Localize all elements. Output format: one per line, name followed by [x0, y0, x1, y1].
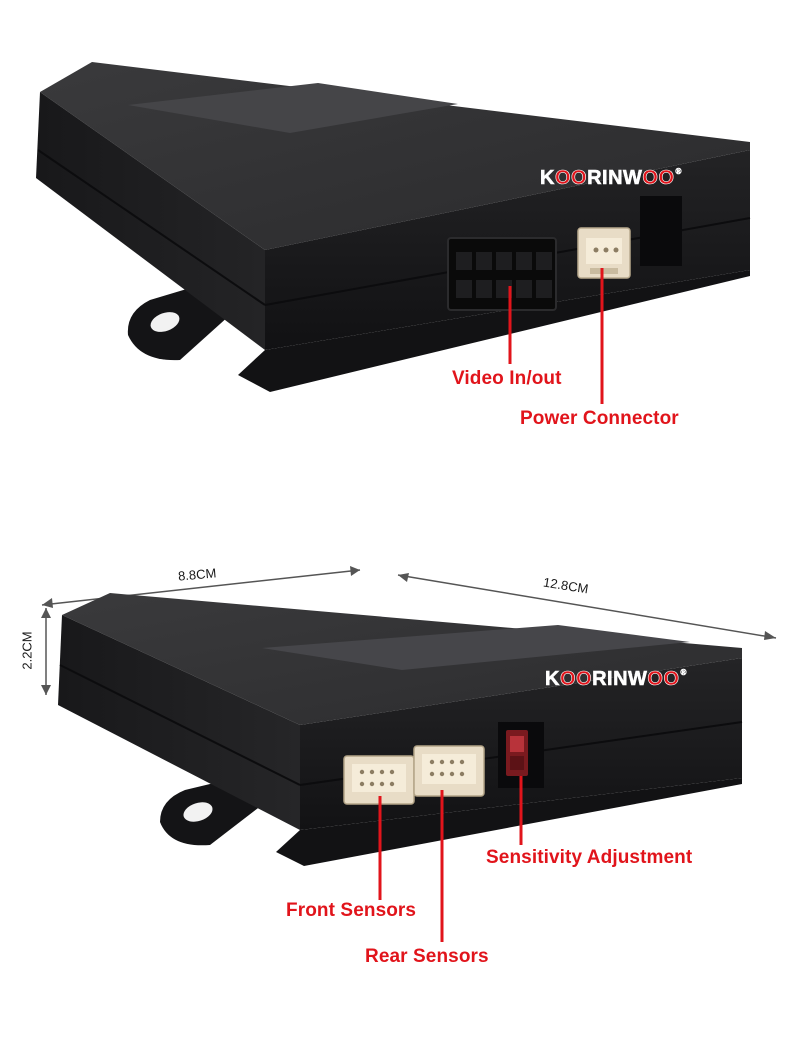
rear-sensor-connector — [413, 745, 485, 797]
bottom-product-photo: 8.8CM 12.8CM 2.2CM KOORINWOO® Sensitivit… — [0, 500, 800, 1046]
device-dimension-view — [41, 566, 777, 942]
power-connector — [577, 227, 631, 279]
video-connector — [447, 237, 557, 311]
height-dimension-label: 2.2CM — [19, 631, 35, 670]
top-label-area — [128, 83, 458, 133]
sensitivity-switch — [498, 722, 544, 788]
length-dimension-arrow — [397, 573, 777, 640]
brand-logo-top: KOORINWOO® — [540, 167, 682, 190]
power-connector-label: Power Connector — [520, 408, 679, 429]
video-in-out-label: Video In/out — [452, 368, 562, 389]
device-left-side — [58, 615, 300, 830]
width-dimension-arrow — [41, 566, 361, 608]
front-sensor-connector — [343, 755, 415, 805]
sensitivity-adjustment-label: Sensitivity Adjustment — [486, 847, 693, 868]
device-top-view — [36, 62, 751, 404]
side-port-cutout — [640, 196, 682, 266]
height-dimension-arrow — [41, 608, 51, 695]
top-label-area — [262, 625, 690, 670]
brand-logo-bottom: KOORINWOO® — [545, 668, 687, 691]
device-left-side — [36, 92, 265, 350]
front-sensors-label: Front Sensors — [286, 900, 417, 921]
rear-sensors-label: Rear Sensors — [365, 946, 489, 967]
top-product-photo: KOORINWOO® Video In/out Power Connector — [0, 0, 800, 500]
